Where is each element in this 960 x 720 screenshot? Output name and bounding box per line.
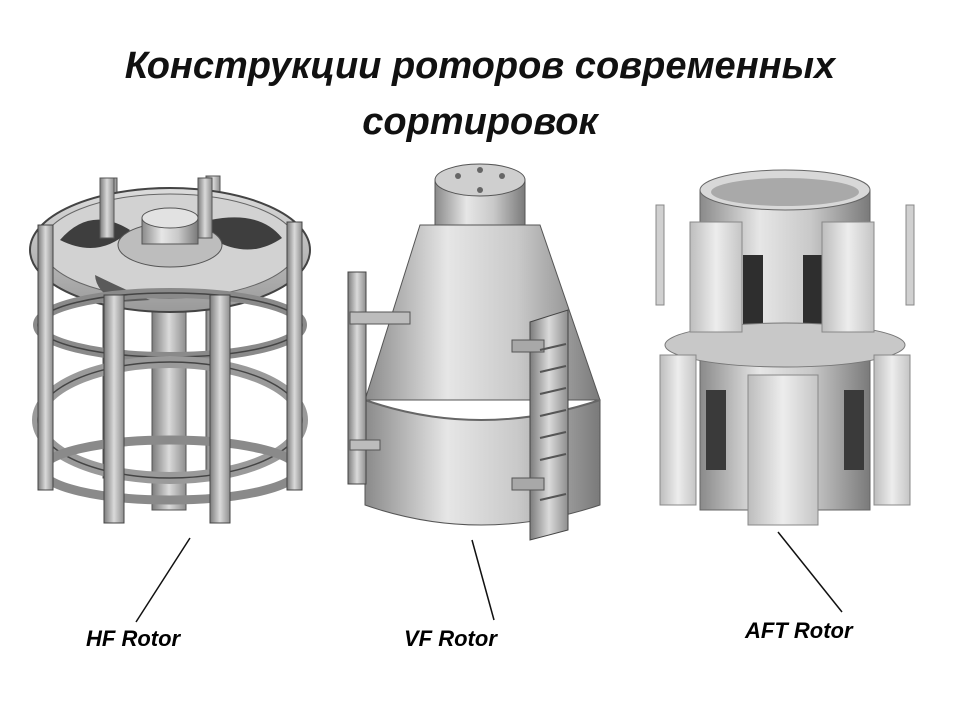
hf-rotor-figure xyxy=(29,175,311,623)
page-title: Конструкции роторов современных сортиров… xyxy=(0,38,960,150)
title-line-1: Конструкции роторов современных xyxy=(124,45,836,87)
title-line-2: сортировок xyxy=(362,101,598,143)
hf-rotor-label: HF Rotor xyxy=(86,626,181,651)
aft-rotor-label: AFT Rotor xyxy=(745,618,853,643)
vf-rotor-figure xyxy=(347,163,601,621)
aft-rotor-figure xyxy=(655,169,915,613)
vf-rotor-label: VF Rotor xyxy=(404,626,497,651)
